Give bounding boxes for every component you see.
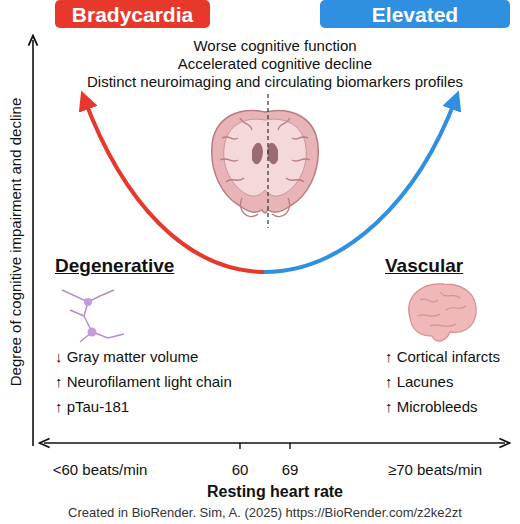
axis-title: Degree of cognitive impairment and decli… <box>8 98 23 387</box>
category-heading: Degenerative <box>55 256 174 275</box>
biomarker-item: ↑ Lacunes <box>385 374 453 389</box>
biomarker-item: ↑ Cortical infarcts <box>385 349 500 364</box>
brain-coronal <box>212 110 318 216</box>
axis-title: Resting heart rate <box>207 484 343 500</box>
biomarker-item: ↓ Gray matter volume <box>55 349 198 364</box>
biomarker-item: ↑ Microbleeds <box>385 399 478 414</box>
category-heading: Vascular <box>385 256 463 275</box>
credit-caption: Created in BioRender. Sim, A. (2025) htt… <box>68 506 462 519</box>
y-axis <box>32 40 34 446</box>
tick-label: ≥70 beats/min <box>388 462 482 477</box>
axis-tick <box>239 443 240 449</box>
biomarker-item: ↑ Neurofilament light chain <box>55 374 232 389</box>
summary-line: Distinct neuroimaging and circulating bi… <box>87 74 463 89</box>
x-axis <box>44 442 505 444</box>
summary-line: Accelerated cognitive decline <box>178 56 372 71</box>
biomarker-item: ↑ pTau-181 <box>55 399 129 414</box>
tick-label: 60 <box>232 462 249 477</box>
neuron-illustration <box>62 290 124 342</box>
tick-label: <60 beats/min <box>53 462 148 477</box>
summary-line: Worse cognitive function <box>193 38 356 53</box>
axis-tick <box>289 443 290 449</box>
tick-label: 69 <box>282 462 299 477</box>
header-box: Elevated <box>320 0 510 28</box>
header-text: Bradycardia <box>72 4 193 25</box>
divider-dashed <box>267 94 268 228</box>
header-text: Elevated <box>372 4 458 25</box>
header-box: Bradycardia <box>55 0 210 28</box>
brain-lateral <box>409 284 476 341</box>
